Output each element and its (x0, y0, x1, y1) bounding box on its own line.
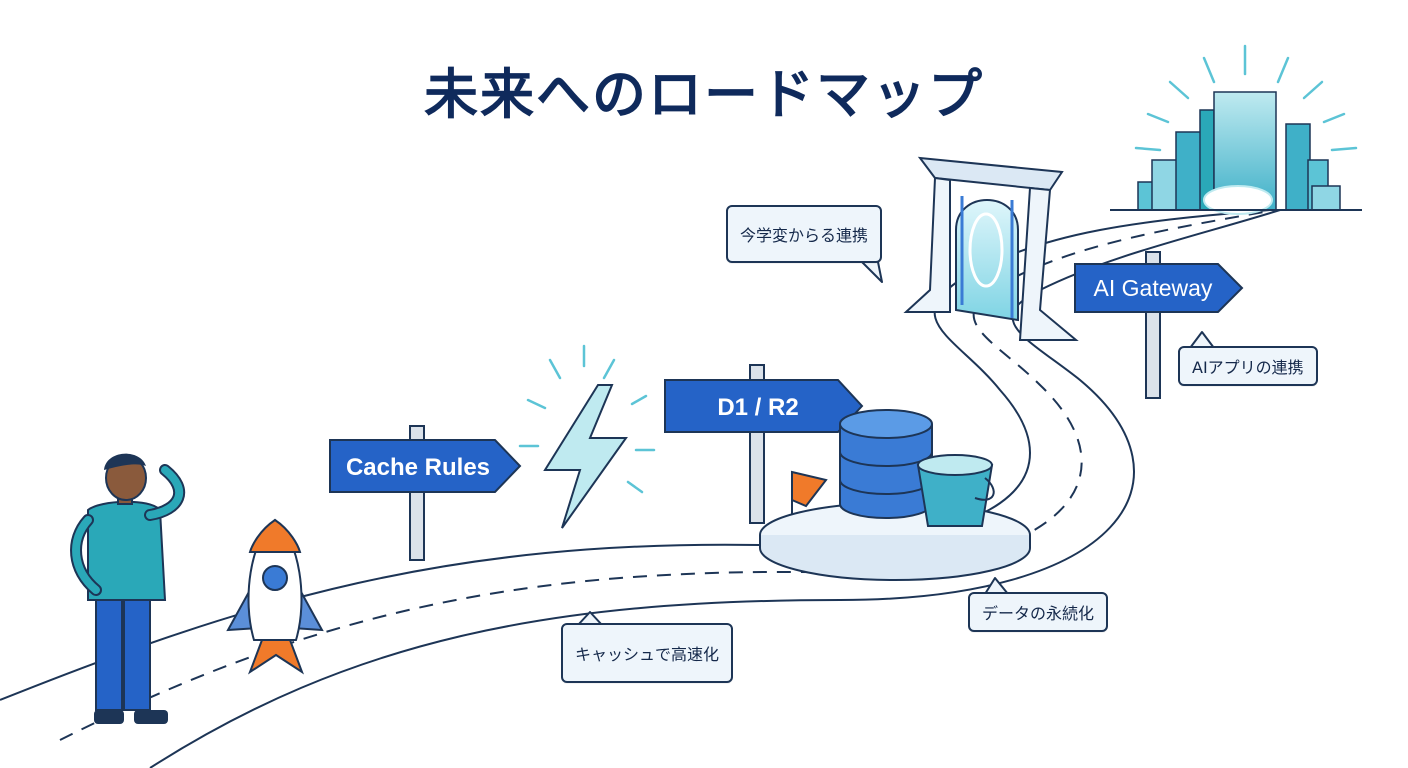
page-title: 未来へのロードマップ (424, 63, 984, 126)
callout-tails (577, 261, 1215, 626)
callout-ai-app: AIアプリの連携 (1178, 346, 1318, 386)
lightning-icon (518, 344, 656, 529)
portal-gate-icon (903, 156, 1079, 341)
city-skyline-icon (1110, 44, 1362, 215)
rocket-icon (226, 518, 324, 675)
signpost-ai-gateway: AI Gateway (1074, 251, 1244, 399)
person-icon (70, 453, 186, 724)
signpost-cache-rules: Cache Rules (329, 425, 522, 561)
signpost-d1-r2-label: D1 / R2 (717, 394, 798, 421)
bucket-icon (916, 454, 995, 527)
signpost-cache-rules-label: Cache Rules (346, 454, 490, 481)
flag-icon (791, 470, 828, 515)
signpost-ai-gateway-label: AI Gateway (1094, 275, 1213, 301)
signpost-d1-r2: D1 / R2 (664, 364, 864, 524)
callout-data: データの永続化 (968, 592, 1109, 632)
callout-portal: 今学変からる連携 (726, 205, 883, 263)
callout-cache: キャッシュで高速化 (561, 623, 734, 683)
